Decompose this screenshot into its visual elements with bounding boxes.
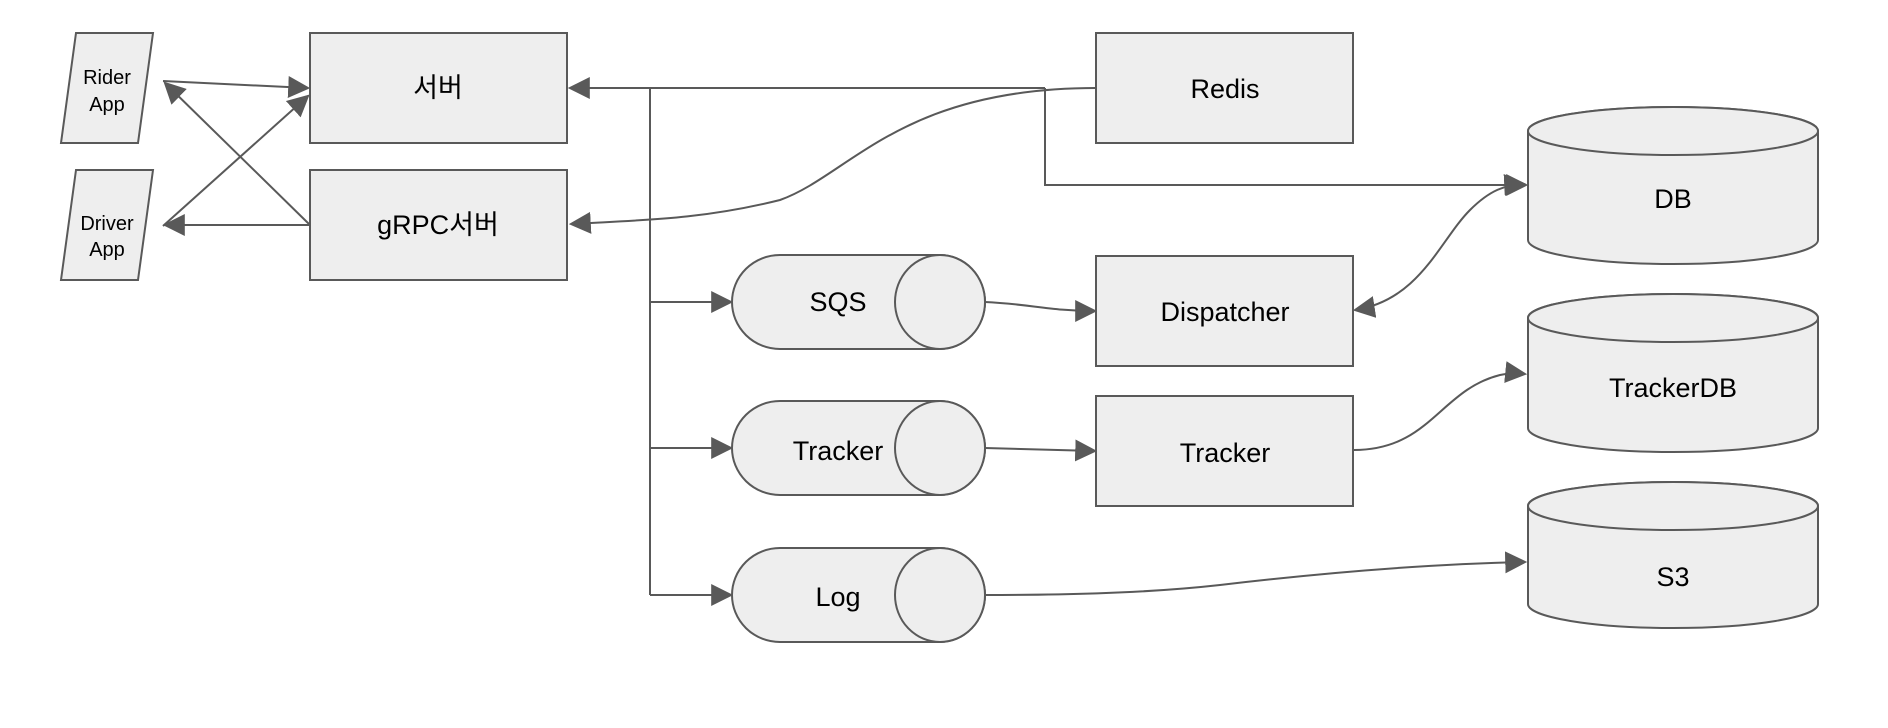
rider-app-label-line2: App (89, 94, 125, 116)
node-db: DB (1527, 106, 1819, 265)
edge-driver-to-server (162, 94, 310, 227)
edge-tracker-queue-to-tracker (984, 439, 1098, 462)
edge-sqs-to-dispatcher (984, 299, 1098, 322)
node-log: Log (731, 547, 986, 643)
dispatcher-label: Dispatcher (1160, 297, 1289, 327)
node-sqs: SQS (731, 254, 986, 350)
edges (162, 76, 1529, 606)
node-dispatcher: Dispatcher (1095, 255, 1354, 367)
redis-label: Redis (1190, 74, 1259, 104)
grpc-server-label: gRPC서버 (377, 210, 499, 240)
edge-dispatcher-db (1352, 174, 1527, 318)
tracker-queue-label: Tracker (793, 436, 884, 466)
log-label: Log (815, 582, 860, 612)
node-grpc-server: gRPC서버 (309, 169, 568, 281)
edge-grpc-to-rider (163, 81, 311, 226)
sqs-label: SQS (809, 287, 866, 317)
rider-app-label-line1: Rider (83, 67, 131, 89)
node-tracker-queue: Tracker (731, 400, 986, 496)
node-redis: Redis (1095, 32, 1354, 144)
node-s3: S3 (1527, 481, 1819, 629)
node-rider-app: Rider App (59, 32, 155, 144)
db-label: DB (1654, 184, 1692, 214)
driver-app-label-line1: Driver (80, 213, 134, 235)
edge-log-to-s3 (984, 551, 1528, 596)
driver-app-label-line2: App (89, 239, 125, 261)
server-label: 서버 (413, 73, 463, 103)
edge-rider-to-server (162, 76, 311, 99)
tracker-label: Tracker (1180, 438, 1271, 468)
node-server: 서버 (309, 32, 568, 144)
trackerdb-label: TrackerDB (1609, 373, 1737, 403)
edge-redis-to-grpc (568, 87, 1097, 234)
node-tracker: Tracker (1095, 395, 1354, 507)
node-trackerdb: TrackerDB (1527, 293, 1819, 453)
node-driver-app: Driver App (59, 169, 155, 281)
s3-label: S3 (1656, 562, 1689, 592)
edge-tracker-to-trackerdb (1353, 361, 1528, 451)
